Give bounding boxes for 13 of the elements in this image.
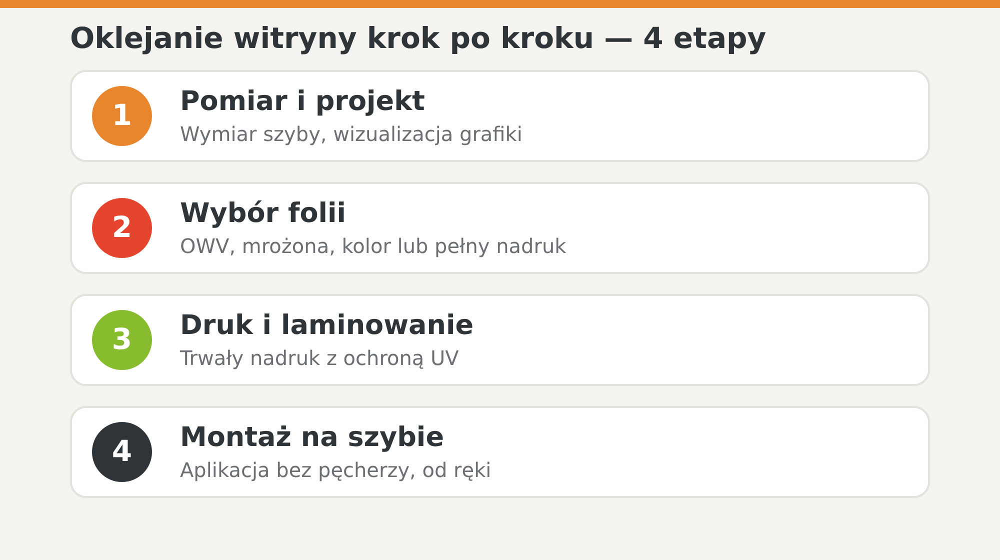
step-card — [70, 406, 930, 498]
step-card — [70, 182, 930, 274]
step-description: Aplikacja bez pęcherzy, od ręki — [180, 457, 492, 484]
step-title: Wybór folii — [180, 197, 348, 231]
step-card — [70, 294, 930, 386]
step-title: Pomiar i projekt — [180, 85, 426, 119]
title: Oklejanie witryny krok po kroku — 4 etapy — [70, 20, 766, 56]
step-description: OWV, mrożona, kolor lub pełny nadruk — [180, 233, 566, 260]
step-card — [70, 70, 930, 162]
step-title: Druk i laminowanie — [180, 309, 474, 343]
step-description: Wymiar szyby, wizualizacja grafiki — [180, 121, 522, 148]
step-title: Montaż na szybie — [180, 421, 446, 455]
step-description: Trwały nadruk z ochroną UV — [180, 345, 460, 372]
